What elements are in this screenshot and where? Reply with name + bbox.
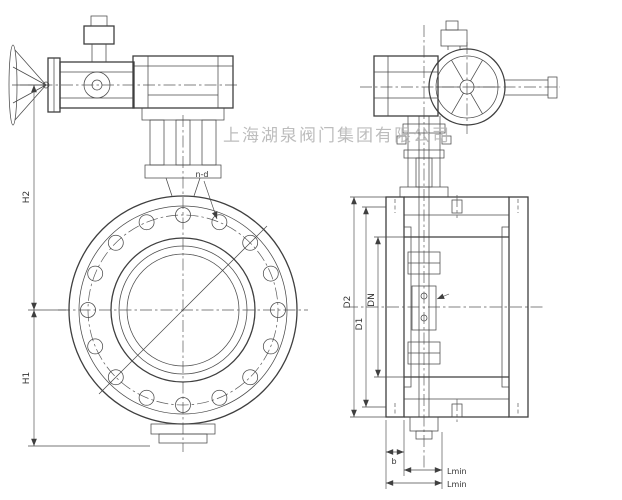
- bolt-hole-callout: n-d: [195, 170, 218, 220]
- actuator-front: [8, 15, 234, 126]
- dim-label-d2: D2: [343, 296, 353, 309]
- body-bore-circle: [110, 237, 256, 383]
- dim-label-b: b: [391, 457, 396, 466]
- handwheel-spokes: [8, 44, 50, 126]
- disc-stem-assembly: [407, 251, 450, 440]
- raised-face-left: [403, 226, 412, 388]
- side-diameter-dimensions: D2 D1 DN: [343, 196, 404, 418]
- output-shaft: [505, 76, 558, 99]
- gland-bolt-left: [396, 135, 407, 145]
- dim-label-dn: DN: [367, 293, 377, 307]
- leader-line: [203, 180, 218, 220]
- gear-boss-circle: [83, 71, 111, 99]
- company-watermark: 上海湖泉阀门集团有限公司: [223, 126, 451, 146]
- seat-circle: [118, 245, 248, 375]
- actuator-side: [373, 20, 558, 126]
- gland-bolt-right: [441, 135, 452, 145]
- front-flange: [68, 195, 298, 425]
- actuator-housing-side: [373, 55, 439, 117]
- motor-wheel-outer: [428, 48, 506, 126]
- disc-hub: [411, 285, 437, 331]
- disc-circle: [126, 253, 240, 367]
- gearbox-housing: [132, 55, 234, 109]
- motor-cap: [90, 15, 108, 27]
- bolt-hole-label: n-d: [195, 170, 208, 179]
- dim-label-h2: H2: [22, 191, 32, 204]
- yoke-column-left: [149, 119, 165, 166]
- front-dimensions: H2 H1: [22, 84, 150, 447]
- terminal-box-cap: [445, 20, 459, 31]
- motor-body: [83, 25, 115, 45]
- terminal-box: [440, 20, 468, 50]
- bolt-holes: [80, 207, 286, 413]
- bottom-plug: [415, 430, 433, 440]
- bolt-circle-centerline: [87, 214, 279, 406]
- bottom-pad: [150, 423, 216, 444]
- dim-label-lmin-bottom: Lmin: [447, 480, 467, 489]
- shaft-end-cap: [547, 76, 558, 99]
- side-view: D2 D1 DN b Lmin Lmin: [343, 20, 560, 489]
- hub-leader-line: [436, 293, 450, 300]
- valve-body-section: [385, 195, 529, 422]
- flange-rim-circle: [78, 205, 288, 415]
- front-view: n-d: [8, 15, 308, 452]
- dim-label-lmin-top: Lmin: [447, 467, 467, 476]
- raised-face-right: [501, 226, 510, 388]
- terminal-box-body: [440, 29, 468, 47]
- side-length-dimensions: b Lmin Lmin: [385, 420, 467, 489]
- motor-front: [83, 15, 115, 62]
- motor-wheel: [428, 48, 506, 126]
- dim-label-h1: H1: [22, 372, 32, 385]
- dim-label-d1: D1: [355, 318, 365, 331]
- mounting-flange: [402, 123, 446, 134]
- yoke-column-right: [201, 119, 217, 166]
- disc-diagonal-line: [98, 225, 268, 395]
